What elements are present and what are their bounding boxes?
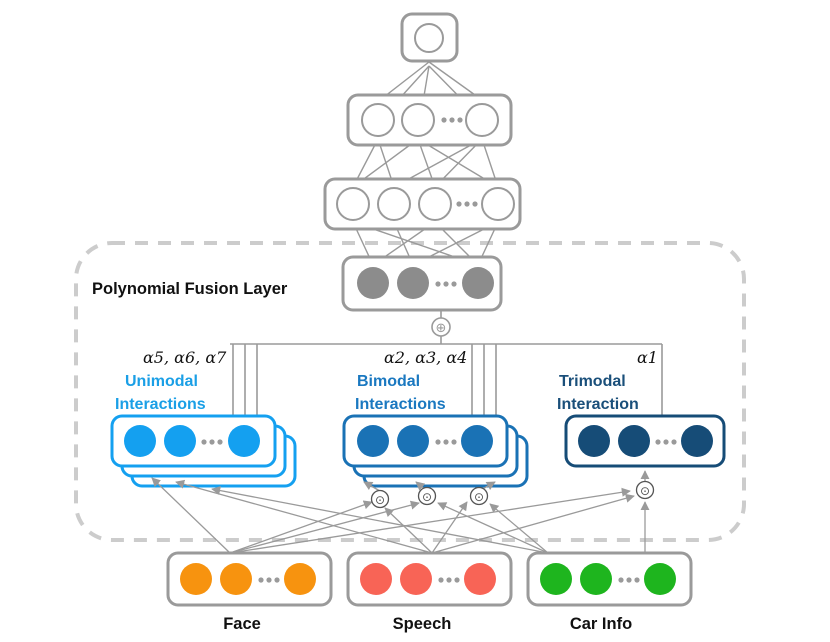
car-info-node (580, 563, 612, 595)
unimodal-interaction-group (110, 414, 297, 488)
unimodal-node (228, 425, 260, 457)
trimodal-interaction-group (564, 414, 726, 468)
sum-operator: ⊕ (431, 317, 451, 337)
trimodal-label-line1: Trimodal (559, 373, 626, 390)
output-node (414, 23, 444, 53)
ellipsis-dot (464, 201, 470, 207)
ellipsis-dot (201, 439, 207, 445)
trimodal-node (578, 425, 610, 457)
product-operator: ⊙ (370, 489, 390, 509)
ellipsis-dot (435, 439, 441, 445)
dense-connections (352, 61, 499, 266)
ellipsis-dot (438, 577, 444, 583)
ellipsis-dot (258, 577, 264, 583)
face-node (220, 563, 252, 595)
unimodal-alphas: α5, α6, α7 (143, 348, 227, 367)
hidden-node (418, 187, 452, 221)
trimodal-node (681, 425, 713, 457)
hidden-node (361, 103, 395, 137)
ellipsis-dot (443, 281, 449, 287)
bimodal-label-line2: Interactions (355, 396, 446, 413)
ellipsis-dot (663, 439, 669, 445)
fusion-node (357, 267, 389, 299)
bimodal-label-line1: Bimodal (357, 373, 420, 390)
product-symbol: ⊙ (422, 490, 432, 504)
hidden-node (336, 187, 370, 221)
ellipsis-dot (217, 439, 223, 445)
fusion-node (397, 267, 429, 299)
face-label: Face (223, 615, 261, 633)
hidden-node (401, 103, 435, 137)
product-operator: ⊙ (635, 480, 655, 500)
bimodal-node (357, 425, 389, 457)
hidden-layer-2 (346, 93, 513, 147)
car-info-node (540, 563, 572, 595)
ellipsis-dot (266, 577, 272, 583)
hidden-node (377, 187, 411, 221)
trimodal-label-line2: Interaction (557, 396, 639, 413)
ellipsis-dot (274, 577, 280, 583)
ellipsis-dot (451, 439, 457, 445)
ellipsis-dot (209, 439, 215, 445)
car-info-input-layer (526, 551, 693, 607)
face-input-layer (166, 551, 333, 607)
fusion-node (462, 267, 494, 299)
ellipsis-dot (655, 439, 661, 445)
fusion-region-border (74, 241, 746, 542)
bimodal-node (461, 425, 493, 457)
speech-input-layer (346, 551, 513, 607)
fusion-layer-label: Polynomial Fusion Layer (92, 280, 288, 298)
unimodal-label-line1: Unimodal (125, 373, 198, 390)
unimodal-node (164, 425, 196, 457)
car-info-label: Car Info (570, 615, 632, 633)
unimodal-node (124, 425, 156, 457)
ellipsis-dot (456, 201, 462, 207)
product-symbol: ⊙ (375, 493, 385, 507)
ellipsis-dot (449, 117, 455, 123)
bimodal-alphas: α2, α3, α4 (384, 348, 467, 367)
face-node (284, 563, 316, 595)
hidden-layer-1 (323, 177, 522, 231)
ellipsis-dot (441, 117, 447, 123)
ellipsis-dot (451, 281, 457, 287)
bimodal-interaction-group (342, 414, 529, 488)
product-symbol: ⊙ (640, 484, 650, 498)
bimodal-node (397, 425, 429, 457)
ellipsis-dot (626, 577, 632, 583)
hidden-node (481, 187, 515, 221)
sum-symbol: ⊕ (436, 321, 447, 336)
interaction-to-bus-lines (232, 344, 663, 418)
ellipsis-dot (457, 117, 463, 123)
hidden-node (465, 103, 499, 137)
product-symbol: ⊙ (474, 490, 484, 504)
ellipsis-dot (446, 577, 452, 583)
ellipsis-dot (435, 281, 441, 287)
ellipsis-dot (454, 577, 460, 583)
ellipsis-dot (618, 577, 624, 583)
unimodal-label-line2: Interactions (115, 396, 206, 413)
ellipsis-dot (671, 439, 677, 445)
car-info-node (644, 563, 676, 595)
face-node (180, 563, 212, 595)
product-operator: ⊙ (469, 486, 489, 506)
output-layer (400, 12, 459, 63)
summation (230, 310, 662, 345)
trimodal-node (618, 425, 650, 457)
trimodal-alphas: α1 (637, 348, 658, 367)
ellipsis-dot (443, 439, 449, 445)
speech-node (400, 563, 432, 595)
speech-label: Speech (393, 615, 452, 633)
speech-node (360, 563, 392, 595)
input-arrows (151, 470, 650, 554)
ellipsis-dot (634, 577, 640, 583)
ellipsis-dot (472, 201, 478, 207)
fusion-output-layer (341, 255, 503, 312)
product-operator: ⊙ (417, 486, 437, 506)
speech-node (464, 563, 496, 595)
